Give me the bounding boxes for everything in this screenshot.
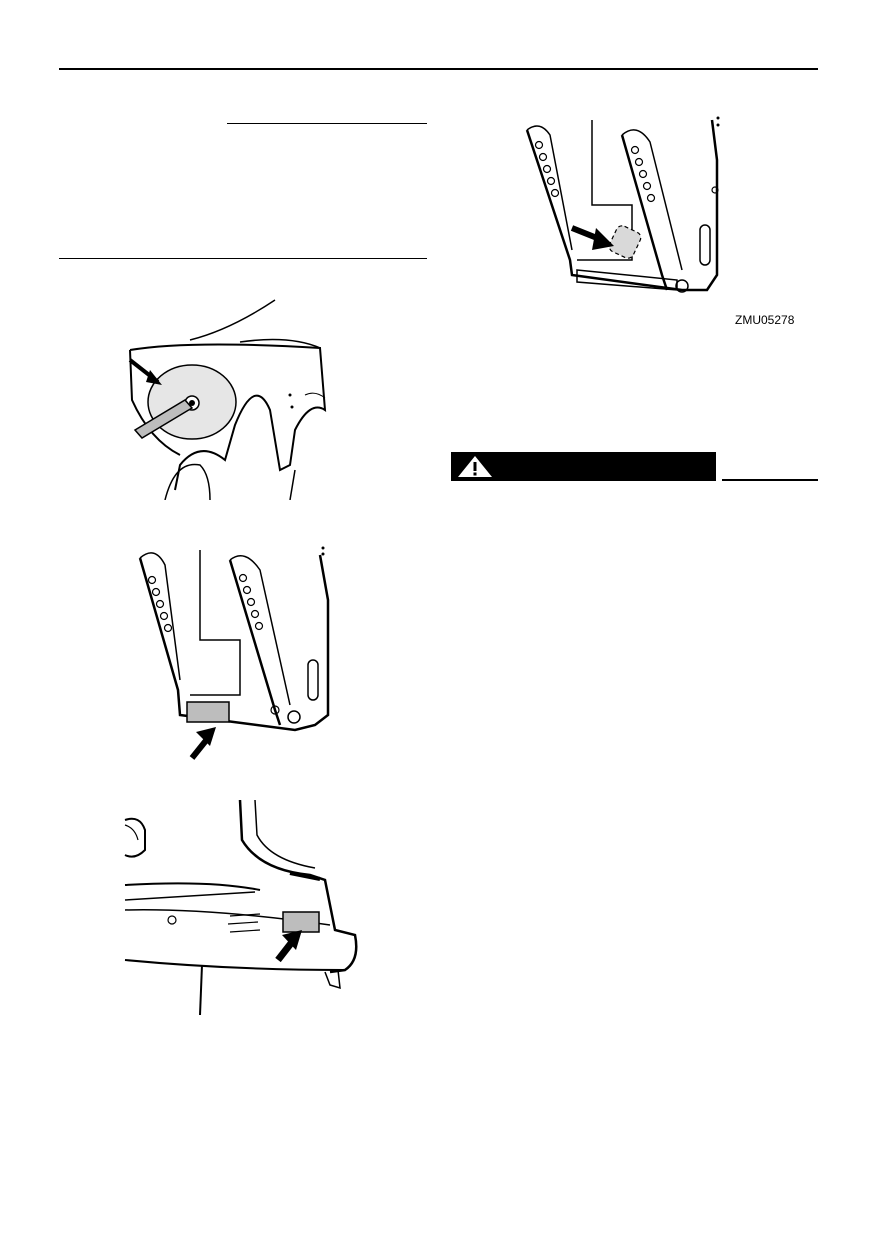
header-rule: [59, 68, 818, 70]
anode-plate-shape: [282, 911, 320, 933]
anode-bracket-underside-illustration: [525, 116, 720, 293]
warning-banner: [451, 452, 716, 481]
anode-block-shape: [186, 701, 230, 723]
warning-triangle-icon: [458, 456, 492, 477]
section-end-rule: [59, 258, 427, 259]
anode-cowling-illustration: [128, 299, 327, 500]
section-heading-rule: [227, 123, 427, 124]
anode-bottom-cowl-illustration: [124, 800, 358, 1015]
warning-rule: [722, 479, 818, 481]
figure-code: ZMU05278: [735, 313, 795, 327]
hidden-anode-shape: [608, 225, 642, 259]
anode-clamp-bracket-illustration: [138, 546, 330, 760]
